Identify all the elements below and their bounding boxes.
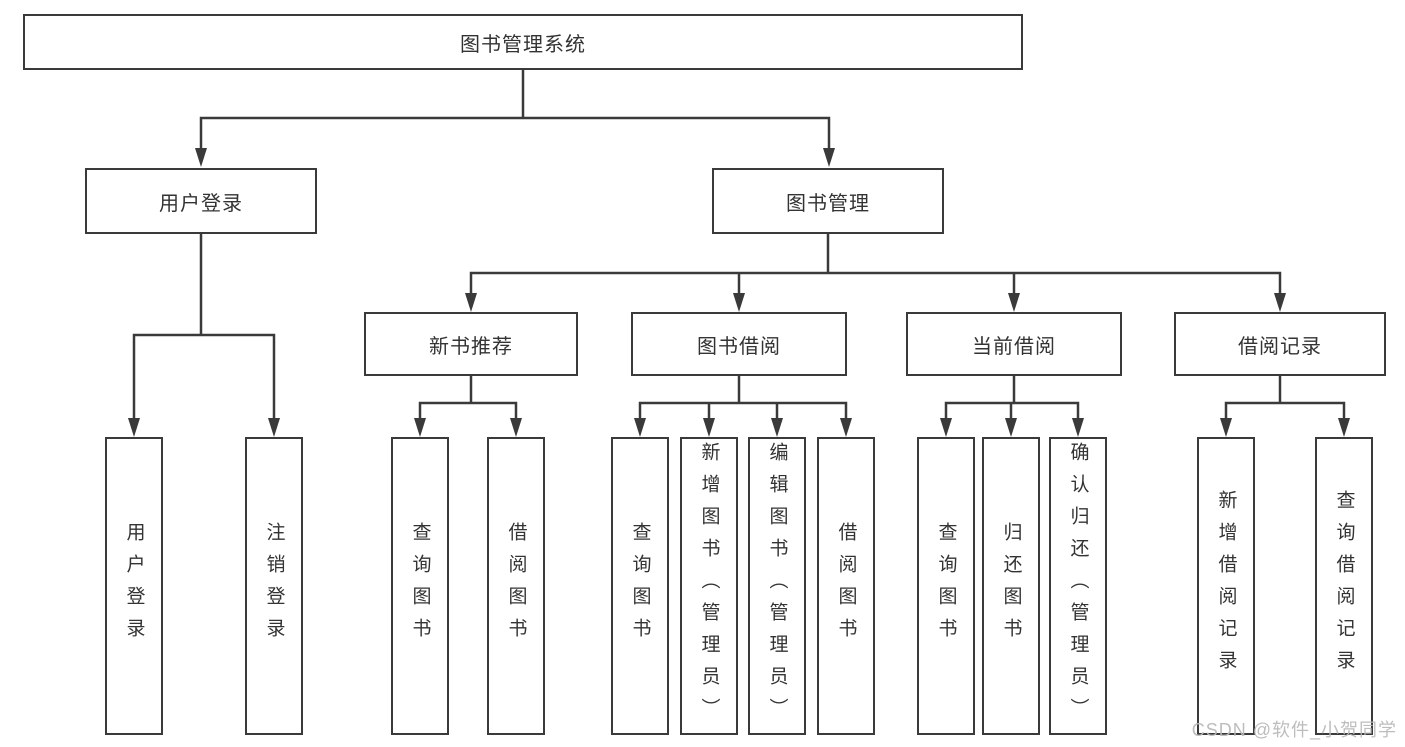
node-current-borrow-label: 当前借阅 xyxy=(972,335,1056,358)
leaf-user-login: 用户登录 xyxy=(105,437,163,735)
leaf-borrow-borrow-books: 借阅图书 xyxy=(817,437,875,735)
csdn-watermark: CSDN @软件_小贺同学 xyxy=(1191,720,1397,740)
leaf-current-confirm-return-admin: 确认归还（管理员） xyxy=(1049,437,1107,735)
leaf-borrow-borrow-books-label: 借阅图书 xyxy=(835,522,857,650)
leaf-borrow-add-books-admin-label: 新增图书（管理员） xyxy=(698,442,720,730)
leaf-borrow-add-books-admin: 新增图书（管理员） xyxy=(680,437,738,735)
leaf-borrow-edit-books-admin: 编辑图书（管理员） xyxy=(748,437,806,735)
leaf-current-return-books-label: 归还图书 xyxy=(1000,522,1022,650)
leaf-current-confirm-return-admin-label: 确认归还（管理员） xyxy=(1067,442,1089,730)
node-current-borrow: 当前借阅 xyxy=(906,312,1122,376)
connector-new-book-recommend-to-leaves xyxy=(414,376,522,437)
node-borrow-records-label: 借阅记录 xyxy=(1238,335,1322,358)
leaf-borrow-edit-books-admin-label: 编辑图书（管理员） xyxy=(766,442,788,730)
leaf-records-add-borrow-record: 新增借阅记录 xyxy=(1197,437,1255,735)
connector-borrow-records-to-leaves xyxy=(1220,376,1350,437)
leaf-borrow-query-books-label: 查询图书 xyxy=(629,522,651,650)
node-book-borrow-label: 图书借阅 xyxy=(697,335,781,358)
connector-book-management-to-level3 xyxy=(465,234,1286,312)
leaf-recommend-query-books: 查询图书 xyxy=(391,437,449,735)
leaf-recommend-borrow-books: 借阅图书 xyxy=(487,437,545,735)
node-root-label: 图书管理系统 xyxy=(460,33,586,56)
leaf-records-add-borrow-record-label: 新增借阅记录 xyxy=(1215,490,1237,682)
leaf-current-return-books: 归还图书 xyxy=(982,437,1040,735)
leaf-logout-label: 注销登录 xyxy=(263,522,285,650)
leaf-logout: 注销登录 xyxy=(245,437,303,735)
node-user-login: 用户登录 xyxy=(85,168,317,234)
leaf-recommend-query-books-label: 查询图书 xyxy=(409,522,431,650)
node-root: 图书管理系统 xyxy=(23,14,1023,70)
node-book-borrow: 图书借阅 xyxy=(631,312,847,376)
node-user-login-label: 用户登录 xyxy=(159,192,243,215)
leaf-borrow-query-books: 查询图书 xyxy=(611,437,669,735)
connector-book-borrow-to-leaves xyxy=(634,376,852,437)
connector-current-borrow-to-leaves xyxy=(940,376,1084,437)
node-borrow-records: 借阅记录 xyxy=(1174,312,1386,376)
leaf-records-query-borrow-record: 查询借阅记录 xyxy=(1315,437,1373,735)
node-book-management: 图书管理 xyxy=(712,168,944,234)
node-new-book-recommend: 新书推荐 xyxy=(364,312,578,376)
leaf-current-query-books-label: 查询图书 xyxy=(935,522,957,650)
connector-user-login-to-leaves xyxy=(128,234,280,437)
leaf-recommend-borrow-books-label: 借阅图书 xyxy=(505,522,527,650)
leaf-current-query-books: 查询图书 xyxy=(917,437,975,735)
leaf-records-query-borrow-record-label: 查询借阅记录 xyxy=(1333,490,1355,682)
leaf-user-login-label: 用户登录 xyxy=(123,522,145,650)
node-new-book-recommend-label: 新书推荐 xyxy=(429,335,513,358)
connector-root-to-level2 xyxy=(195,70,835,167)
node-book-management-label: 图书管理 xyxy=(786,192,870,215)
